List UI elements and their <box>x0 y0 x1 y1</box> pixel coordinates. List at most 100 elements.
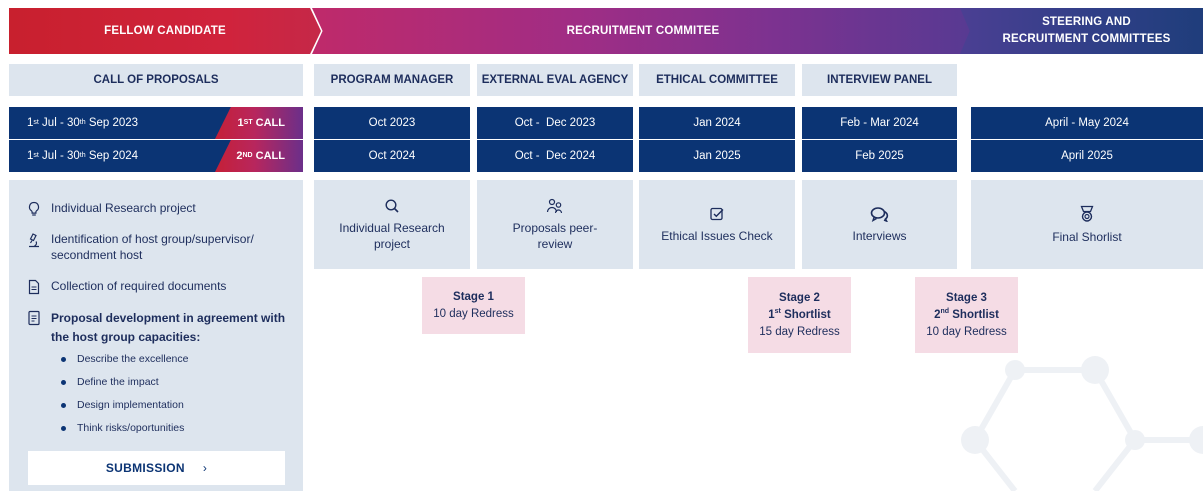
timeline-ethical-2024: Jan 2025 <box>639 140 795 172</box>
task-item: Collection of required documents <box>27 278 226 295</box>
checkbox-icon <box>710 207 724 220</box>
timeline-program-manager-2024: Oct 2024 <box>314 140 470 172</box>
activity-interviews: Interviews <box>802 180 957 269</box>
timeline-interview-2023: Feb - Mar 2024 <box>802 107 957 139</box>
header-external-eval-agency: EXTERNAL EVAL AGENCY <box>477 64 633 96</box>
header-call-label: CALL OF PROPOSALS <box>93 74 219 86</box>
shortlist-sup: nd <box>940 307 950 315</box>
banner-steering-committees: STEERING AND RECRUITMENT COMMITTEES <box>960 8 1203 54</box>
call-2-start-day: 1 <box>27 150 34 162</box>
stage-title: Stage 3 <box>946 291 987 304</box>
timeline-steering-2023: April - May 2024 <box>971 107 1203 139</box>
stage-redress: 10 day Redress <box>926 325 1007 338</box>
bullet-item: Think risks/oportunities <box>60 422 185 434</box>
timeline-cell: Oct 2023 <box>368 117 416 129</box>
banner-recruitment-committee: RECRUITMENT COMMITEE <box>312 8 974 54</box>
call-1-end-rest: Sep 2023 <box>85 117 139 129</box>
header-interview-label: INTERVIEW PANEL <box>827 74 932 86</box>
header-call-of-proposals: CALL OF PROPOSALS <box>9 64 303 96</box>
banner-fellow-label: FELLOW CANDIDATE <box>104 24 226 37</box>
shortlist-word: Shortlist <box>949 308 999 321</box>
shortlist-word: Shortlist <box>780 308 831 321</box>
call-2-tag-num: 2 <box>236 150 243 162</box>
chevron-right-icon: › <box>202 461 208 475</box>
shortlist-num: 1 <box>768 308 775 321</box>
stage-title: Stage 2 <box>779 291 820 304</box>
timeline-cell: April 2025 <box>1061 150 1113 162</box>
people-icon <box>546 198 563 213</box>
timeline-steering-2024: April 2025 <box>971 140 1203 172</box>
banner-recruitment-label: RECRUITMENT COMMITEE <box>566 24 720 37</box>
activity-research-project: Individual Research project <box>314 180 470 269</box>
timeline-program-manager-2023: Oct 2023 <box>314 107 470 139</box>
task-label: Identification of host group/supervisor/… <box>51 232 254 262</box>
stage-1-box: Stage 1 10 day Redress <box>422 277 525 334</box>
stage-title: Stage 1 <box>453 290 494 303</box>
header-external-eval-label: EXTERNAL EVAL AGENCY <box>481 74 629 86</box>
banner-fellow-candidate: FELLOW CANDIDATE <box>9 8 321 54</box>
call-2-start-rest: Jul - 30 <box>38 150 80 162</box>
stage-shortlist: 1st Shortlist <box>768 307 830 324</box>
call-1-start-day: 1 <box>27 117 34 129</box>
timeline-cell: Jan 2024 <box>693 117 741 129</box>
timeline-external-eval-2024: Oct - Dec 2024 <box>477 140 633 172</box>
header-interview-panel: INTERVIEW PANEL <box>802 64 957 96</box>
header-ethical-label: ETHICAL COMMITTEE <box>656 74 778 86</box>
activity-ethical-check: Ethical Issues Check <box>639 180 795 269</box>
call-1-tag-word: CALL <box>252 117 285 129</box>
timeline-interview-2024: Feb 2025 <box>802 140 957 172</box>
timeline-external-eval-2023: Oct - Dec 2023 <box>477 107 633 139</box>
timeline-cell: Feb - Mar 2024 <box>840 117 919 129</box>
bullet-item: Define the impact <box>61 376 159 388</box>
medal-icon <box>1080 205 1094 222</box>
activity-label: Ethical Issues Check <box>661 228 773 243</box>
activity-label: Proposals peer-review <box>512 220 598 251</box>
call-1-tag-num: 1 <box>237 117 244 129</box>
task-item: Identification of host group/supervisor/… <box>27 231 277 263</box>
molecule-decoration <box>961 356 1203 491</box>
bullet-item: Describe the excellence <box>60 353 189 365</box>
submission-label: SUBMISSION <box>105 461 185 475</box>
timeline-ethical-2023: Jan 2024 <box>639 107 795 139</box>
timeline-cell: April - May 2024 <box>1045 117 1129 129</box>
task-label: Individual Research project <box>51 201 196 215</box>
call-2-end-rest: Sep 2024 <box>85 150 139 162</box>
task-item: Individual Research project <box>27 200 196 217</box>
activity-label: Final Shorlist <box>1052 229 1122 244</box>
task-item: Proposal development in agreement with t… <box>27 309 292 347</box>
lightbulb-icon <box>28 201 40 216</box>
stage-2-box: Stage 2 1st Shortlist 15 day Redress <box>748 277 851 353</box>
timeline-cell: Jan 2025 <box>693 150 741 162</box>
header-program-manager-label: PROGRAM MANAGER <box>330 74 454 86</box>
stage-redress: 10 day Redress <box>433 307 514 320</box>
submission-button[interactable]: SUBMISSION › <box>28 451 285 485</box>
timeline-cell: Oct - Dec 2023 <box>514 117 596 129</box>
stage-redress: 15 day Redress <box>759 325 840 338</box>
document-icon <box>28 279 40 295</box>
activity-peer-review: Proposals peer-review <box>477 180 633 269</box>
header-ethical-committee: ETHICAL COMMITTEE <box>639 64 795 96</box>
activity-final-shortlist: Final Shorlist <box>971 180 1203 269</box>
fellow-tasks-panel: Individual Research project Identificati… <box>9 180 303 491</box>
timeline-cell: Oct - Dec 2024 <box>514 150 596 162</box>
task-label-bold: Proposal development in agreement with t… <box>51 311 286 344</box>
timeline-cell: Oct 2024 <box>368 150 416 162</box>
form-icon <box>28 310 40 326</box>
task-label: Collection of required documents <box>51 279 227 293</box>
chat-icon <box>870 206 888 222</box>
shortlist-num: 2 <box>934 308 941 321</box>
stage-shortlist: 2nd Shortlist <box>934 307 999 324</box>
call-2-tag-word: CALL <box>252 150 285 162</box>
call-1-start-rest: Jul - 30 <box>38 117 80 129</box>
activity-label: Individual Research project <box>339 220 445 251</box>
bullet-item: Design implementation <box>61 399 184 411</box>
timeline-cell: Feb 2025 <box>855 150 904 162</box>
banner-steering-label: STEERING AND RECRUITMENT COMMITTEES <box>1002 16 1171 45</box>
header-program-manager: PROGRAM MANAGER <box>314 64 470 96</box>
